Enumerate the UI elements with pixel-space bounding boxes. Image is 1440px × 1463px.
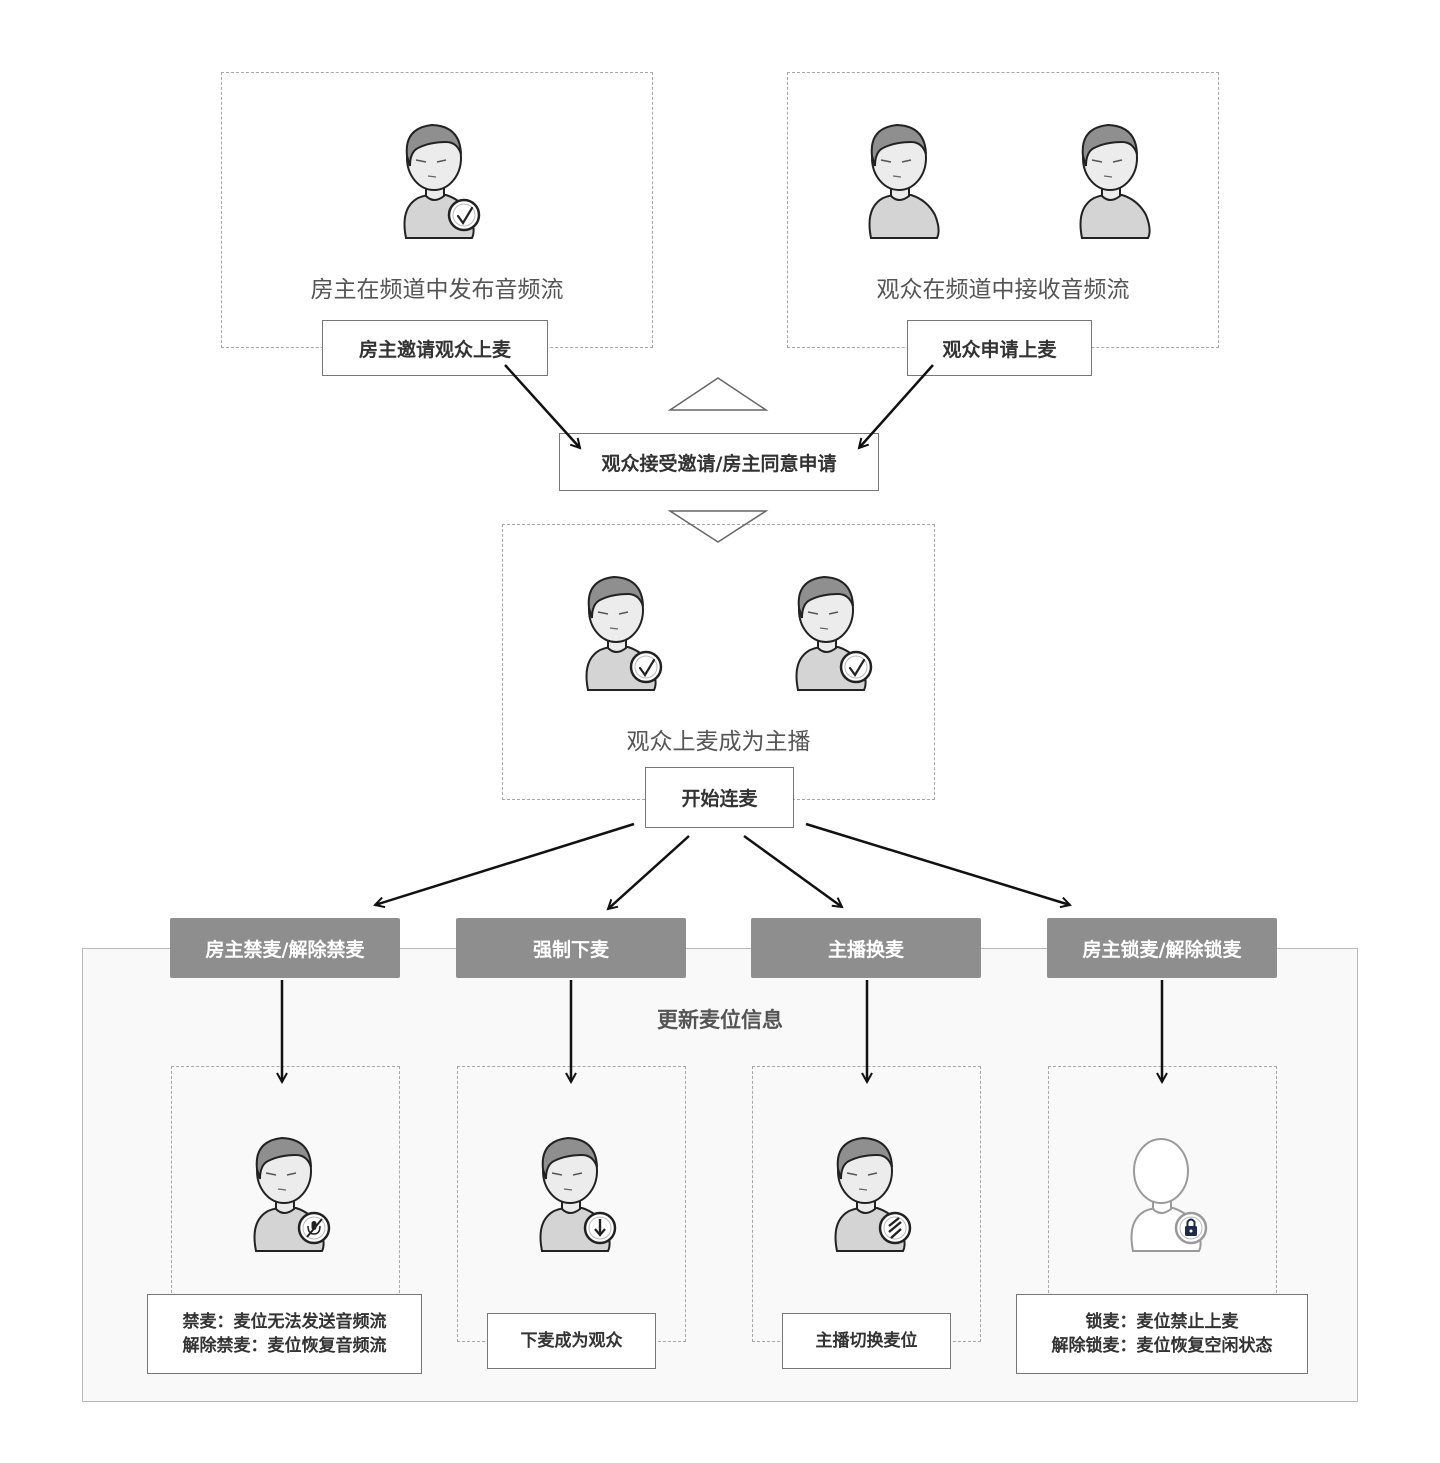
arrow-to-mute — [375, 822, 635, 905]
host-stream-caption: 房主在频道中发布音频流 — [310, 277, 564, 303]
broadcaster-mic-check-icon — [795, 575, 873, 691]
start-co-host-label: 开始连麦 — [645, 767, 794, 828]
tab-host-mute: 房主禁麦/解除禁麦 — [170, 918, 400, 978]
leave-note-line: 下麦成为观众 — [520, 1331, 623, 1351]
host-mic-check-icon — [403, 123, 481, 239]
mute-note-line: 禁麦：麦位无法发送音频流 — [182, 1312, 387, 1332]
audience-user-icon — [1079, 123, 1151, 239]
lock-note: 锁麦：麦位禁止上麦 解除锁麦：麦位恢复空闲状态 — [1016, 1294, 1308, 1374]
mute-note: 禁麦：麦位无法发送音频流 解除禁麦：麦位恢复音频流 — [147, 1294, 422, 1374]
arrow-invite-to-accept — [504, 364, 580, 448]
arrow-to-switch — [743, 834, 842, 907]
arrow-to-lock — [805, 822, 1070, 905]
lock-note-line: 锁麦：麦位禁止上麦 — [1085, 1312, 1239, 1332]
switch-seat-user-icon — [834, 1136, 912, 1252]
switch-note-line: 主播切换麦位 — [815, 1331, 918, 1351]
switch-note: 主播切换麦位 — [782, 1313, 951, 1369]
arrow-apply-to-accept — [859, 364, 934, 448]
down-triangle-icon — [667, 510, 769, 543]
tab-force-leave: 强制下麦 — [456, 918, 686, 978]
broadcaster-mic-check-icon — [585, 575, 663, 691]
update-seat-title: 更新麦位信息 — [657, 1008, 783, 1032]
up-triangle-icon — [667, 377, 769, 411]
unmute-note-line: 解除禁麦：麦位恢复音频流 — [182, 1336, 387, 1356]
host-invite-label: 房主邀请观众上麦 — [322, 320, 548, 376]
broadcaster-caption: 观众上麦成为主播 — [626, 729, 811, 755]
leave-seat-user-icon — [539, 1136, 617, 1252]
leave-note: 下麦成为观众 — [487, 1313, 656, 1369]
audience-apply-label: 观众申请上麦 — [907, 320, 1092, 376]
audience-user-icon — [868, 123, 940, 239]
locked-seat-icon — [1130, 1138, 1208, 1252]
unlock-note-line: 解除锁麦：麦位恢复空闲状态 — [1051, 1336, 1273, 1356]
audience-stream-caption: 观众在频道中接收音频流 — [876, 277, 1130, 303]
tab-host-lock: 房主锁麦/解除锁麦 — [1047, 918, 1277, 978]
muted-mic-user-icon — [253, 1136, 331, 1252]
accept-invite-label: 观众接受邀请/房主同意申请 — [559, 433, 879, 491]
tab-switch-seat: 主播换麦 — [751, 918, 981, 978]
arrow-to-leave — [608, 835, 690, 909]
